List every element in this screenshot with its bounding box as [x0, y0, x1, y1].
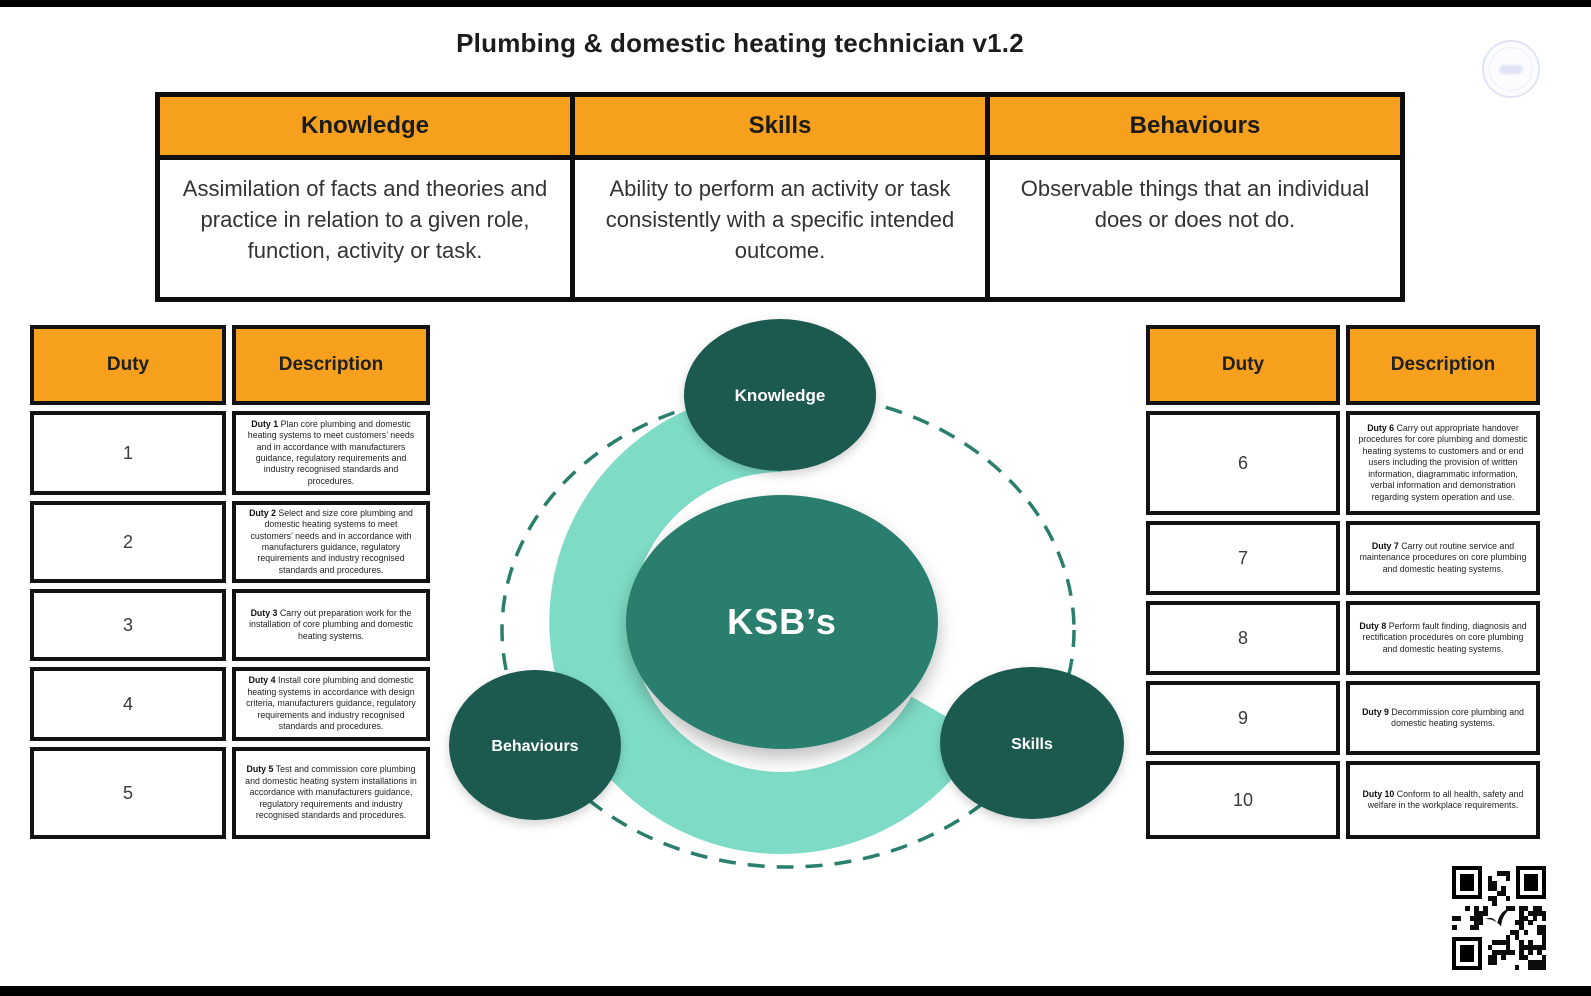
- qr-finder-bottom-left: [1452, 937, 1482, 970]
- duty-description-cell: Duty 8 Perform fault finding, diagnosis …: [1346, 601, 1540, 675]
- description-column-header: Description: [232, 325, 430, 405]
- circular-watermark-logo: [1482, 40, 1540, 98]
- duty-number-cell: 8: [1146, 601, 1340, 675]
- top-letterbox-bar: [0, 0, 1591, 7]
- skills-description-cell: Ability to perform an activity or task c…: [575, 160, 985, 297]
- duty-number-cell: 10: [1146, 761, 1340, 839]
- duty-description-cell: Duty 2 Select and size core plumbing and…: [232, 501, 430, 583]
- knowledge-header-cell: Knowledge: [160, 97, 570, 155]
- behaviours-node-label: Behaviours: [491, 738, 578, 755]
- behaviours-header-cell: Behaviours: [990, 97, 1400, 155]
- duty-description-cell: Duty 3 Carry out preparation work for th…: [232, 589, 430, 661]
- duty-number-cell: 4: [30, 667, 226, 741]
- duty-number-cell: 1: [30, 411, 226, 495]
- page-title: Plumbing & domestic heating technician v…: [456, 28, 1024, 58]
- duty-number-cell: 9: [1146, 681, 1340, 755]
- duty-number-cell: 5: [30, 747, 226, 839]
- description-column-header: Description: [1346, 325, 1540, 405]
- behaviours-node-circle: [449, 670, 621, 820]
- watermark-ring: [1489, 47, 1533, 91]
- qr-code: [1452, 866, 1547, 970]
- duty-number-cell: 3: [30, 589, 226, 661]
- duty-number-cell: 2: [30, 501, 226, 583]
- ksb-center-label: KSB’s: [727, 601, 837, 642]
- duty-number-cell: 7: [1146, 521, 1340, 595]
- bottom-letterbox-bar: [0, 986, 1591, 996]
- duty-column-header: Duty: [1146, 325, 1340, 405]
- skills-node-circle: [940, 667, 1124, 819]
- qr-finder-top-left: [1452, 866, 1482, 899]
- light-teal-ring-arc: [549, 389, 983, 854]
- skills-header-cell: Skills: [575, 97, 985, 155]
- knowledge-node-circle: [684, 319, 876, 471]
- duties-table-right: Duty Description 6 Duty 6 Carry out appr…: [1146, 325, 1540, 839]
- duty-description-cell: Duty 5 Test and commission core plumbing…: [232, 747, 430, 839]
- qr-code-modules: [1452, 866, 1547, 970]
- duty-description-cell: Duty 9 Decommission core plumbing and do…: [1346, 681, 1540, 755]
- qr-finder-top-right: [1516, 866, 1546, 899]
- bird-icon: [1486, 908, 1511, 927]
- duty-description-cell: Duty 7 Carry out routine service and mai…: [1346, 521, 1540, 595]
- watermark-text-blur: [1499, 65, 1523, 74]
- duty-description-cell: Duty 6 Carry out appropriate handover pr…: [1346, 411, 1540, 515]
- duty-column-header: Duty: [30, 325, 226, 405]
- ksb-cycle-diagram: KSB’s Knowledge Behaviours Skills: [449, 319, 1124, 869]
- duties-table-left: Duty Description 1 Duty 1 Plan core plum…: [30, 325, 430, 839]
- duty-description-cell: Duty 4 Install core plumbing and domesti…: [232, 667, 430, 741]
- knowledge-description-cell: Assimilation of facts and theories and p…: [160, 160, 570, 297]
- behaviours-description-cell: Observable things that an individual doe…: [990, 160, 1400, 297]
- skills-node-label: Skills: [1011, 736, 1053, 753]
- duty-description-cell: Duty 10 Conform to all health, safety an…: [1346, 761, 1540, 839]
- ksb-center-circle: [626, 495, 938, 749]
- duty-description-cell: Duty 1 Plan core plumbing and domestic h…: [232, 411, 430, 495]
- knowledge-node-label: Knowledge: [735, 386, 826, 405]
- ksb-definitions-table: Knowledge Skills Behaviours Assimilation…: [155, 92, 1405, 302]
- duty-number-cell: 6: [1146, 411, 1340, 515]
